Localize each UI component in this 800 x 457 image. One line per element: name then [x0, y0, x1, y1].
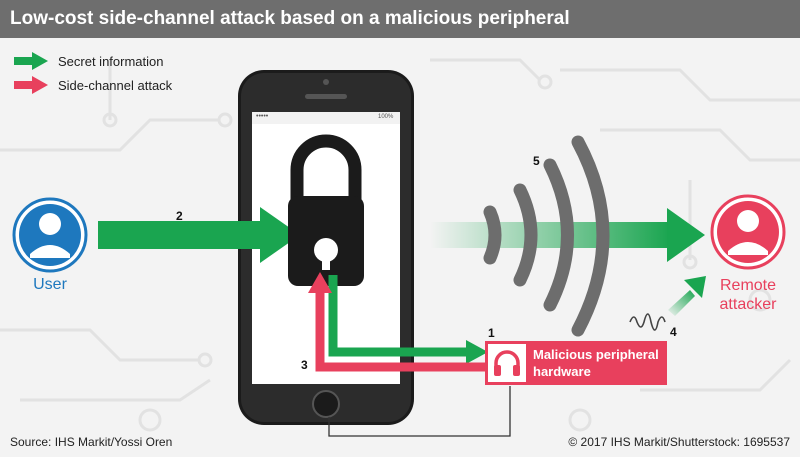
padlock-icon [288, 134, 364, 286]
attack-arrow-to-attacker [668, 276, 706, 316]
diagram-title: Low-cost side-channel attack based on a … [10, 8, 570, 29]
legend-label: Secret information [58, 53, 164, 69]
headphones-icon-box [488, 344, 526, 382]
legend-item-attack: Side-channel attack [14, 76, 172, 94]
source-credit: Source: IHS Markit/Yossi Oren [10, 435, 173, 449]
step-number-1: 1 [488, 326, 495, 340]
header-bar: Low-cost side-channel attack based on a … [0, 0, 800, 38]
attacker-avatar [710, 194, 786, 270]
legend-label: Side-channel attack [58, 77, 173, 93]
step-number-5: 5 [533, 154, 540, 168]
phone-signal-indicator: ••••• [256, 113, 269, 120]
secret-arrow-user-to-phone [98, 207, 300, 263]
malicious-peripheral-box: Malicious peripheral hardware [485, 341, 667, 385]
peripheral-cable [328, 386, 511, 437]
red-arrow-icon [14, 76, 48, 94]
emission-signal-icon [629, 313, 666, 331]
headphones-icon [494, 350, 520, 376]
green-arrow-icon [14, 52, 48, 70]
peripheral-label: Malicious peripheral hardware [533, 346, 665, 380]
attacker-label-line: attacker [719, 296, 777, 313]
peripheral-label-line: Malicious peripheral [533, 347, 659, 362]
attacker-label-line: Remote [719, 277, 777, 294]
peripheral-label-line: hardware [533, 364, 591, 379]
user-label: User [33, 276, 67, 293]
user-avatar [12, 197, 88, 273]
secret-arrow-wireless [430, 208, 705, 262]
phone-battery-indicator: 100% [378, 114, 394, 120]
radio-waves-icon [483, 135, 610, 337]
attack-path-to-phone [308, 272, 485, 372]
attacker-label: Remote attacker [708, 276, 788, 314]
step-number-4: 4 [670, 325, 677, 339]
step-number-3: 3 [301, 358, 308, 372]
step-number-2: 2 [176, 209, 183, 223]
copyright-credit: © 2017 IHS Markit/Shutterstock: 1695537 [568, 435, 790, 449]
legend-item-secret: Secret information [14, 52, 164, 70]
secret-path-to-peripheral [328, 275, 488, 364]
